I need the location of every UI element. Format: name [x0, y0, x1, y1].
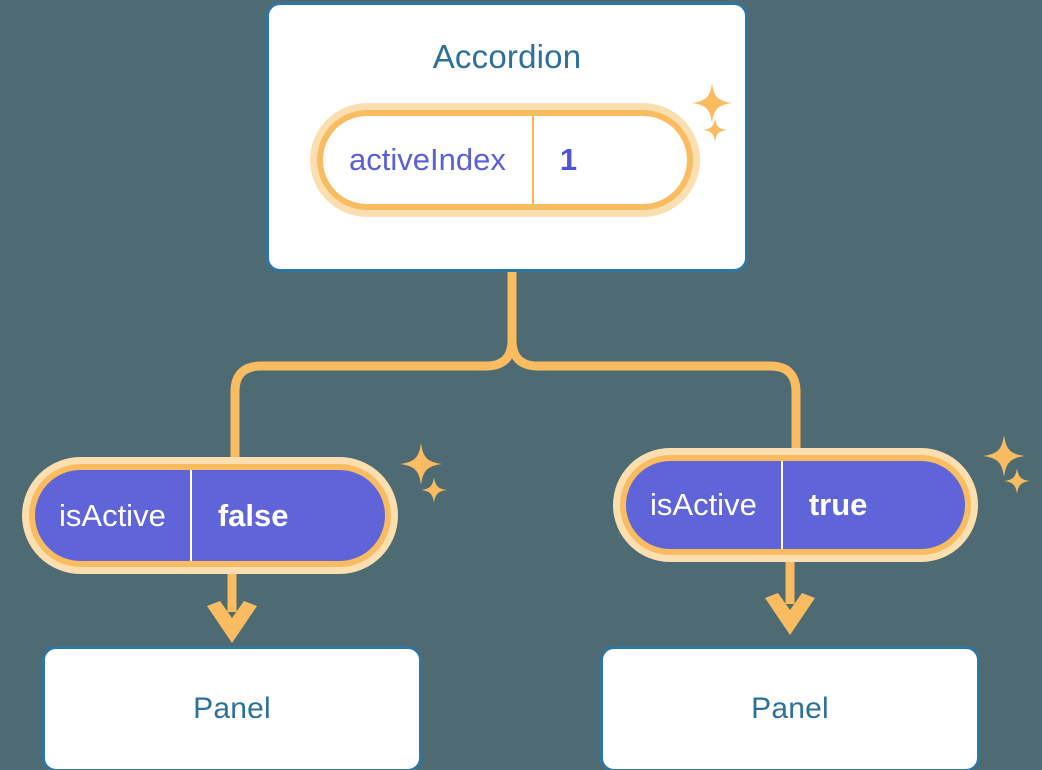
state-chip-value: 1: [559, 142, 578, 177]
state-chip-value: true: [808, 487, 868, 522]
state-chip-key: isActive: [626, 461, 783, 549]
state-chip-is-active-false[interactable]: isActive false: [29, 464, 391, 567]
state-chip-active-index[interactable]: activeIndex 1: [317, 110, 693, 210]
sparkle-icon: [400, 443, 442, 485]
sparkle-icon: [692, 83, 732, 123]
panel-card-left[interactable]: Panel: [42, 646, 422, 770]
arrow-head: [207, 593, 815, 643]
panel-title: Panel: [751, 692, 829, 725]
state-chip-inner: isActive true: [626, 461, 965, 549]
sparkle-icon: [421, 477, 447, 503]
state-chip-inner: activeIndex 1: [323, 116, 687, 204]
state-chip-value: false: [217, 497, 289, 533]
sparkle-icon: [983, 435, 1025, 477]
state-chip-key: isActive: [35, 470, 192, 561]
sparkle-icon: [703, 118, 727, 142]
state-chip-key: activeIndex: [323, 116, 534, 204]
panel-card-right[interactable]: Panel: [600, 646, 980, 770]
panel-title: Panel: [193, 692, 271, 725]
state-chip-inner: isActive false: [35, 470, 385, 561]
sparkle-icon: [1004, 468, 1030, 494]
state-chip-is-active-true[interactable]: isActive true: [620, 455, 971, 555]
page-title: Accordion: [432, 38, 582, 75]
